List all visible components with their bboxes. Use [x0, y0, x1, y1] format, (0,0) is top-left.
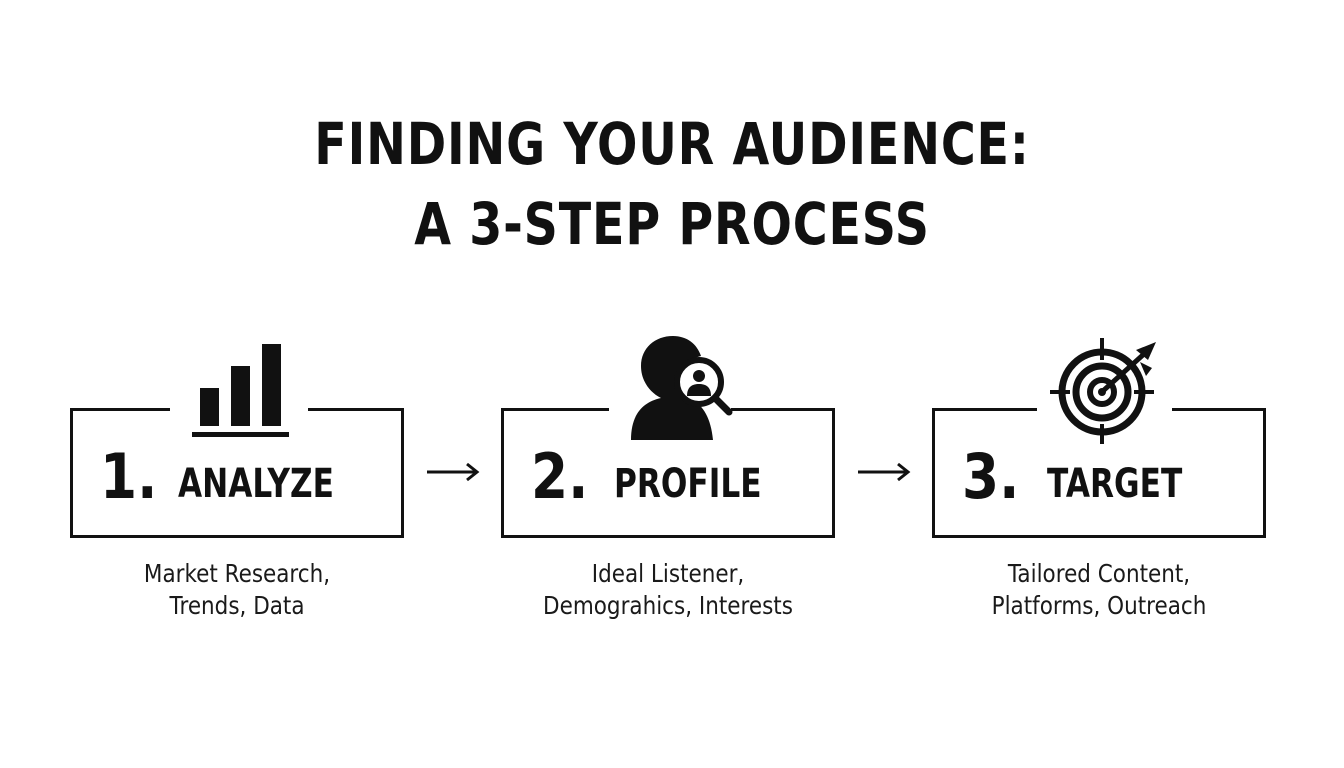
step-title: TARGET — [1047, 461, 1183, 507]
step-description-line: Demograhics, Interests — [543, 591, 793, 620]
target-arrow-icon — [1050, 338, 1156, 444]
title-line-1: FINDING YOUR AUDIENCE: — [314, 110, 1030, 178]
step-description-line: Market Research, — [143, 559, 331, 588]
step-description-line: Tailored Content, — [1007, 559, 1191, 588]
step-target: 3. TARGET Tailored Content, Platforms, O… — [932, 338, 1266, 620]
step-description: Tailored Content, Platforms, Outreach — [938, 558, 1260, 622]
step-description-line: Trends, Data — [169, 591, 305, 620]
page-title: FINDING YOUR AUDIENCE: A 3-STEP PROCESS — [121, 104, 1223, 264]
arrow-right-icon — [427, 462, 480, 482]
step-description-line: Ideal Listener, — [591, 559, 745, 588]
step-title: ANALYZE — [178, 461, 334, 507]
step-profile: 2. PROFILE Ideal Listener, Demograhics, … — [501, 336, 835, 620]
step-description: Ideal Listener, Demograhics, Interests — [507, 558, 829, 622]
step-title: PROFILE — [614, 461, 762, 507]
step-description-line: Platforms, Outreach — [991, 591, 1207, 620]
step-number: 3. — [962, 440, 1020, 513]
step-number: 1. — [100, 440, 158, 513]
arrow-right-icon — [858, 462, 911, 482]
title-line-2: A 3-STEP PROCESS — [414, 190, 930, 258]
bar-chart-icon — [192, 344, 289, 437]
step-description: Market Research, Trends, Data — [76, 558, 398, 622]
step-number: 2. — [531, 440, 589, 513]
person-magnifier-icon — [631, 336, 733, 440]
step-analyze: 1. ANALYZE Market Research, Trends, Data — [70, 344, 404, 620]
